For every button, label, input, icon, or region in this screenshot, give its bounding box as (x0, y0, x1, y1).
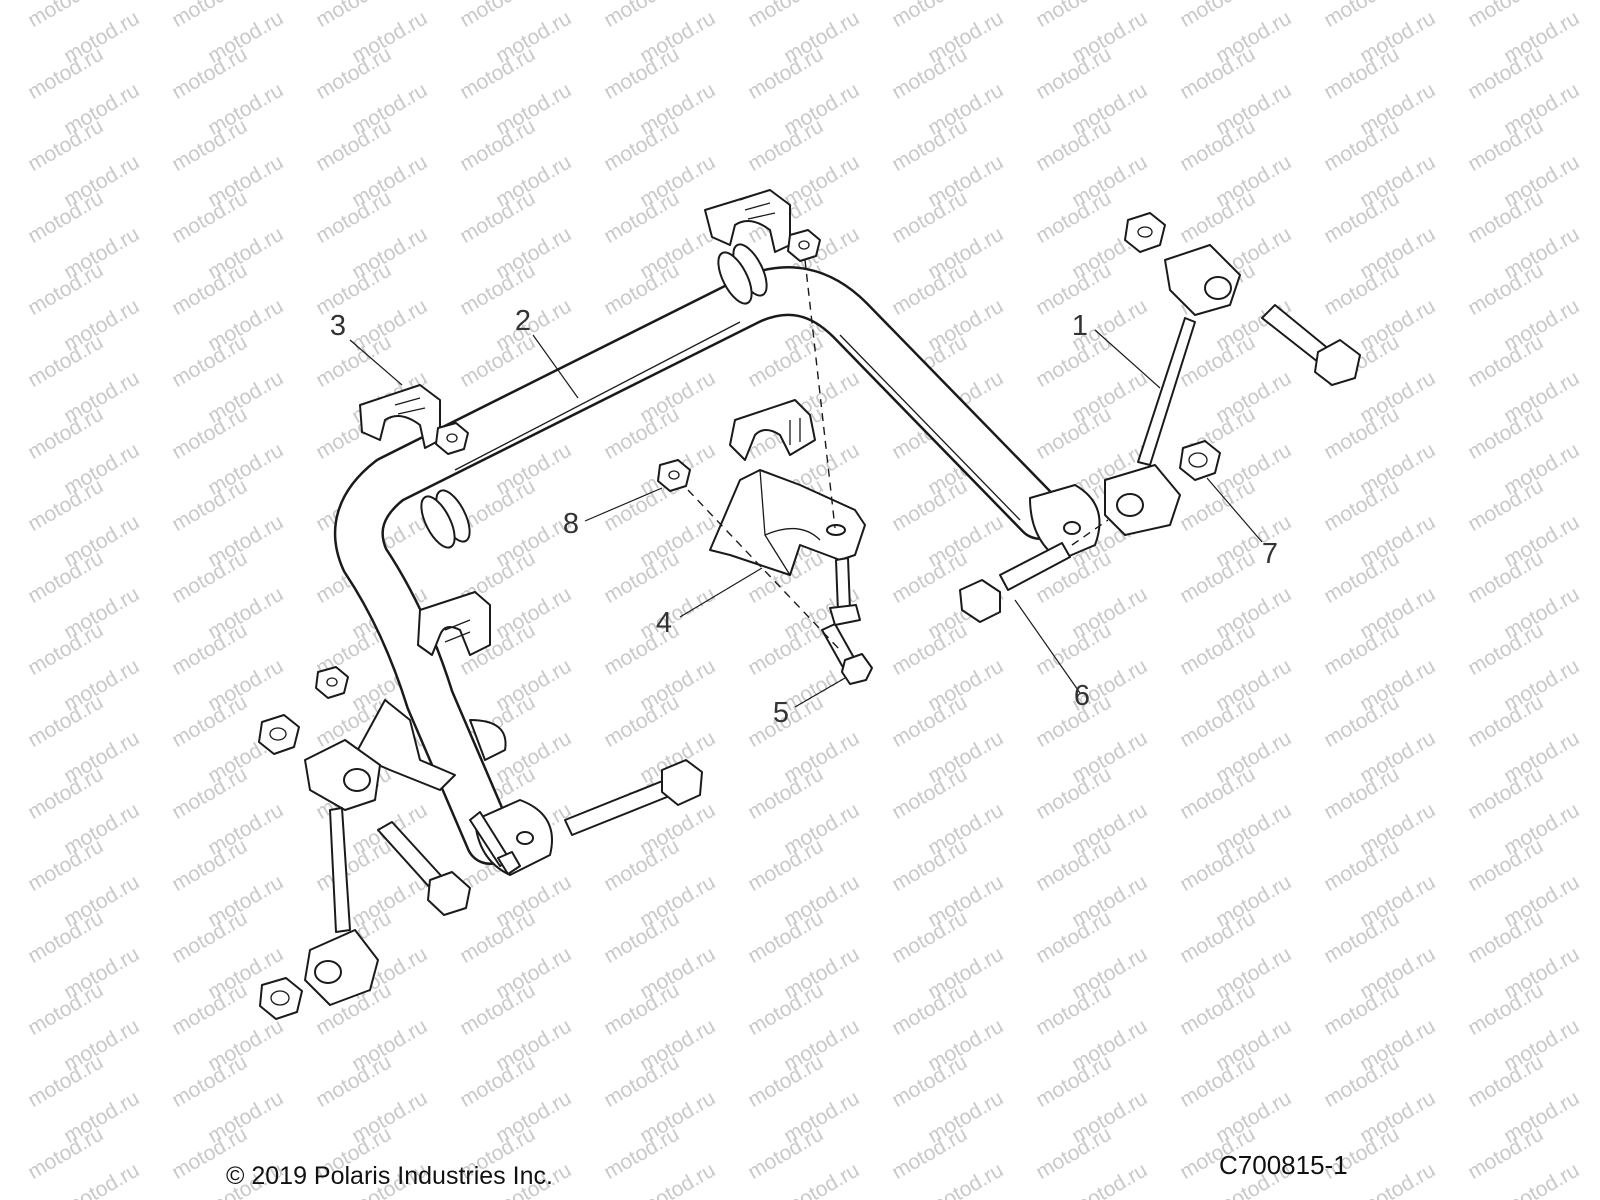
leader-5 (794, 677, 846, 708)
bolt-item-5 (821, 623, 873, 685)
bushing-center (729, 399, 816, 461)
flange-nut-upper-left (435, 422, 469, 455)
callout-2: 2 (515, 305, 531, 337)
mount-bracket (709, 469, 866, 576)
leader-2 (532, 334, 579, 399)
callout-1: 1 (1072, 310, 1088, 342)
stabilizer-bar (333, 243, 1101, 876)
washer-lower-left (258, 714, 300, 755)
flange-nut-top-right-1 (1124, 212, 1166, 253)
flange-nut-bracket-top (787, 229, 821, 262)
bolt-bottom-center (564, 759, 703, 836)
bushing-upper-left (359, 384, 441, 449)
copyright-notice: © 2019 Polaris Industries Inc. (226, 1162, 553, 1190)
bushing-upper-right (704, 189, 791, 253)
flange-nut-lower-left (315, 666, 349, 699)
callout-8: 8 (563, 508, 579, 540)
assembly-line-bolt-link (1071, 519, 1109, 546)
stabilizer-link-right (1104, 244, 1241, 536)
leader-4 (679, 567, 763, 618)
callout-3: 3 (330, 310, 346, 342)
leader-8 (584, 487, 663, 522)
mount-bracket-lower-left (354, 699, 507, 791)
callout-5: 5 (773, 697, 789, 729)
leader-3 (349, 339, 403, 386)
assembly-line-nut-bracket (804, 259, 836, 529)
bolt-bracket-center (829, 557, 861, 626)
flange-nut-item-8 (657, 459, 691, 492)
bolt-top-right (1261, 304, 1361, 386)
flange-nut-bottom-left (259, 977, 303, 1020)
diagram-code: C700815-1 (1219, 1150, 1348, 1180)
bolt-bottom-left (377, 821, 471, 916)
leader-6 (1014, 599, 1081, 694)
callout-6: 6 (1074, 680, 1090, 712)
bolt-left-eye (469, 811, 521, 875)
callout-7: 7 (1262, 538, 1278, 570)
bushing-lower-left (417, 591, 491, 656)
stabilizer-link-left (304, 739, 381, 1006)
leader-7 (1206, 477, 1263, 543)
assembly-line-nut-bolt (687, 489, 841, 651)
leader-1 (1094, 329, 1161, 389)
bolt-item-6 (959, 542, 1071, 623)
washer-item-7 (1179, 440, 1221, 481)
callout-4: 4 (656, 607, 672, 639)
